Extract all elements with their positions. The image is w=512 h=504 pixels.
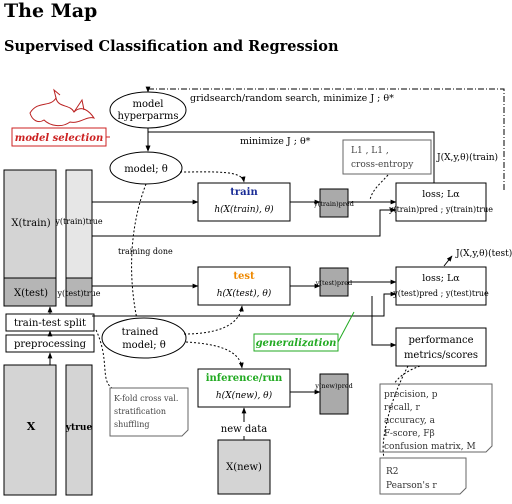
test-label: test xyxy=(233,271,255,282)
h-new-label: h(X(new), θ) xyxy=(216,390,273,401)
kfold-label-1: K-fold cross val. xyxy=(114,394,178,403)
training-done-label: training done xyxy=(118,247,173,256)
y-pred-train-label: y(train)pred xyxy=(313,200,354,208)
r2-note xyxy=(379,457,467,495)
loss-types-label-2: cross-entropy xyxy=(351,160,414,170)
x-full-block xyxy=(3,364,57,496)
y-pred-new-label: y(new)pred xyxy=(314,382,353,390)
y-true-test-label: y(test)true xyxy=(57,289,101,298)
x-new-label: X(new) xyxy=(226,462,262,473)
loss-test-label-1: loss; Lα xyxy=(422,273,460,284)
model-selection-label: model selection xyxy=(15,133,104,144)
ytrue-to-loss-train-line xyxy=(92,207,397,237)
ytest-to-performance-line xyxy=(371,296,397,348)
dragon-icon xyxy=(29,88,96,127)
trained-to-test-arrow xyxy=(183,305,244,335)
generalization-label: generalization xyxy=(256,338,337,349)
kfold-pointer xyxy=(95,329,113,389)
generalization-tag xyxy=(253,333,339,352)
loss-test-box xyxy=(395,266,487,306)
y-pred-test-box xyxy=(319,267,349,297)
metrics-note xyxy=(379,383,493,453)
x-train-block xyxy=(3,169,57,279)
loss-test-to-j-arrow xyxy=(443,255,453,267)
loss-test-label-2: y(test)pred ; y(test)true xyxy=(392,289,489,298)
pearson-label: Pearson's r xyxy=(386,481,437,491)
y-train-block xyxy=(65,169,93,279)
kfold-note xyxy=(109,387,189,437)
h-test-label: h(X(test), θ) xyxy=(217,288,272,299)
loss-types-label-1: L1 , L1 , xyxy=(351,146,389,156)
train-box xyxy=(197,182,291,222)
y-pred-new-box xyxy=(319,373,349,415)
metric-precision: precision, p xyxy=(384,390,438,400)
preprocessing-label: preprocessing xyxy=(14,339,87,350)
inference-box xyxy=(197,368,291,408)
performance-label-2: metrics/scores xyxy=(404,350,478,361)
y-true-train-label: y(train)true xyxy=(54,217,102,226)
train-label: train xyxy=(230,187,258,198)
y-pred-test-label: y(test)pred xyxy=(315,279,352,287)
trained-model-label-1: trained xyxy=(122,327,159,338)
trained-model-label-2: model; θ xyxy=(122,340,166,351)
minimize-label: minimize J ; θ* xyxy=(240,136,311,147)
x-test-block xyxy=(3,277,57,307)
x-train-label: X(train) xyxy=(11,218,50,229)
loss-types-note xyxy=(342,139,432,175)
r2-label: R2 xyxy=(386,467,399,477)
generalization-pointer xyxy=(337,311,355,343)
x-full-label: X xyxy=(27,420,36,433)
loss-train-box xyxy=(395,182,487,222)
metric-fscore: F-score, Fβ xyxy=(384,429,435,439)
model-to-train-arrow xyxy=(179,171,246,183)
gridsearch-label: gridsearch/random search, minimize J ; θ… xyxy=(190,93,394,104)
y-true-full-label: ytrue xyxy=(65,423,93,433)
training-done-path xyxy=(131,183,147,325)
trained-to-inference-arrow xyxy=(185,341,244,369)
ytest-to-loss-test-line xyxy=(92,291,397,317)
h-train-label: h(X(train), θ) xyxy=(214,204,274,215)
j-train-label: J(X,y,θ)(train) xyxy=(436,152,498,163)
metric-accuracy: accuracy, a xyxy=(384,416,436,426)
metric-recall: recall, r xyxy=(384,403,421,413)
loss-train-label-1: loss; Lα xyxy=(422,189,460,200)
model-hyperparms-label-1: model xyxy=(132,99,163,110)
metric-confusion: confusion matrix, M xyxy=(384,442,476,452)
trained-model-ellipse xyxy=(101,317,187,359)
kfold-label-2: stratification xyxy=(114,407,166,416)
model-theta-label: model; θ xyxy=(124,164,168,175)
inference-label: inference/run xyxy=(206,373,283,384)
y-full-block xyxy=(65,364,93,496)
x-new-block xyxy=(217,439,271,495)
metrics-pointer xyxy=(393,365,421,385)
j-test-label: J(X,y,θ)(test) xyxy=(455,248,512,259)
model-hyperparms-label-2: hyperparms xyxy=(118,111,179,122)
page-title: The Map xyxy=(4,0,98,22)
x-test-label: X(test) xyxy=(14,288,48,299)
y-test-block xyxy=(65,277,93,307)
performance-label-1: performance xyxy=(408,335,473,346)
kfold-label-3: shuffling xyxy=(114,420,149,429)
loss-train-label-2: y(train)pred ; y(train)true xyxy=(388,205,493,214)
page-subtitle: Supervised Classification and Regression xyxy=(4,38,339,55)
train-test-split-label: train-test split xyxy=(14,318,86,329)
loss-note-pointer xyxy=(369,174,389,201)
gridsearch-feedback-line xyxy=(145,86,505,190)
model-hyperparms-ellipse xyxy=(109,91,187,129)
new-data-label: new data xyxy=(221,424,267,435)
